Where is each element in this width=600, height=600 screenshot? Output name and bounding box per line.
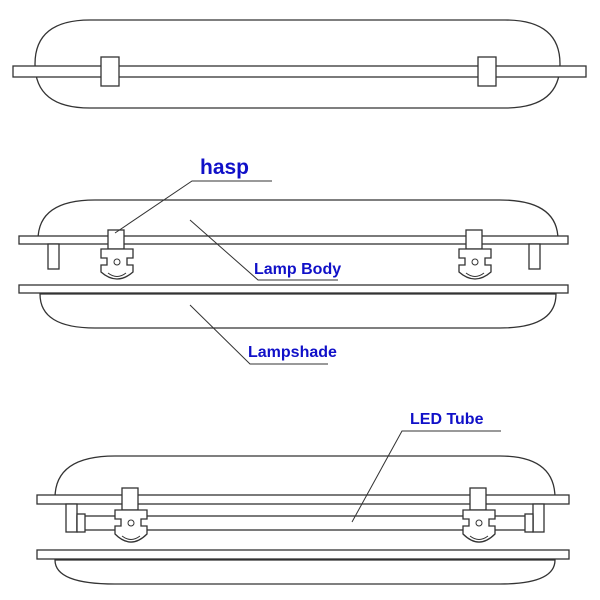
clip-holder-right: [458, 248, 492, 280]
clip-detail-left: [107, 272, 127, 277]
hasp-block-left-3: [121, 487, 139, 511]
hasp-block-right: [465, 229, 483, 250]
view-open-lamp: hasp Lamp Body Lampshade: [18, 156, 569, 365]
hasp-right: [477, 56, 497, 87]
clip-left-3: [114, 487, 148, 543]
lamp-body-label: Lamp Body: [254, 261, 341, 278]
hasp-left: [100, 56, 120, 87]
led-tube-leader-line: [351, 430, 501, 523]
clip-screw-left-3: [127, 519, 135, 527]
clip-right-3: [462, 487, 496, 543]
clip-screw-left: [113, 258, 121, 266]
clip-detail-left-3: [121, 535, 141, 540]
lampshade-leader-line: [189, 304, 328, 365]
view-closed-lamp: [12, 19, 587, 109]
lampshade-outline-3: [54, 559, 556, 585]
hasp-label: hasp: [200, 156, 249, 179]
end-cap-left: [47, 243, 60, 270]
lamp-body-leader-line: [189, 219, 338, 281]
lampshade-rail: [18, 284, 569, 294]
hasp-leader-line: [114, 180, 272, 234]
end-cap-right: [528, 243, 541, 270]
clip-left: [100, 229, 134, 280]
view-lamp-with-led-tube: LED Tube: [36, 411, 570, 585]
lampshade-body-outline: [34, 19, 561, 109]
lamp-body-rail: [18, 235, 569, 245]
clip-right: [458, 229, 492, 280]
lampshade-outline: [39, 293, 557, 329]
clip-holder-left: [100, 248, 134, 280]
led-tube-cap-left: [76, 513, 86, 533]
lamp-body-rail-3: [36, 494, 570, 505]
end-cap-right-3: [532, 503, 545, 533]
led-tube: [76, 513, 534, 533]
end-cap-left-3: [65, 503, 78, 533]
led-tube-label: LED Tube: [410, 411, 484, 428]
clip-screw-right-3: [475, 519, 483, 527]
led-tube-cap-right: [524, 513, 534, 533]
clip-detail-right-3: [469, 535, 489, 540]
clip-screw-right: [471, 258, 479, 266]
lampshade-label: Lampshade: [248, 344, 337, 361]
lampshade-rail-3: [36, 549, 570, 560]
hasp-block-right-3: [469, 487, 487, 511]
mounting-rail: [12, 65, 587, 78]
clip-detail-right: [465, 272, 485, 277]
